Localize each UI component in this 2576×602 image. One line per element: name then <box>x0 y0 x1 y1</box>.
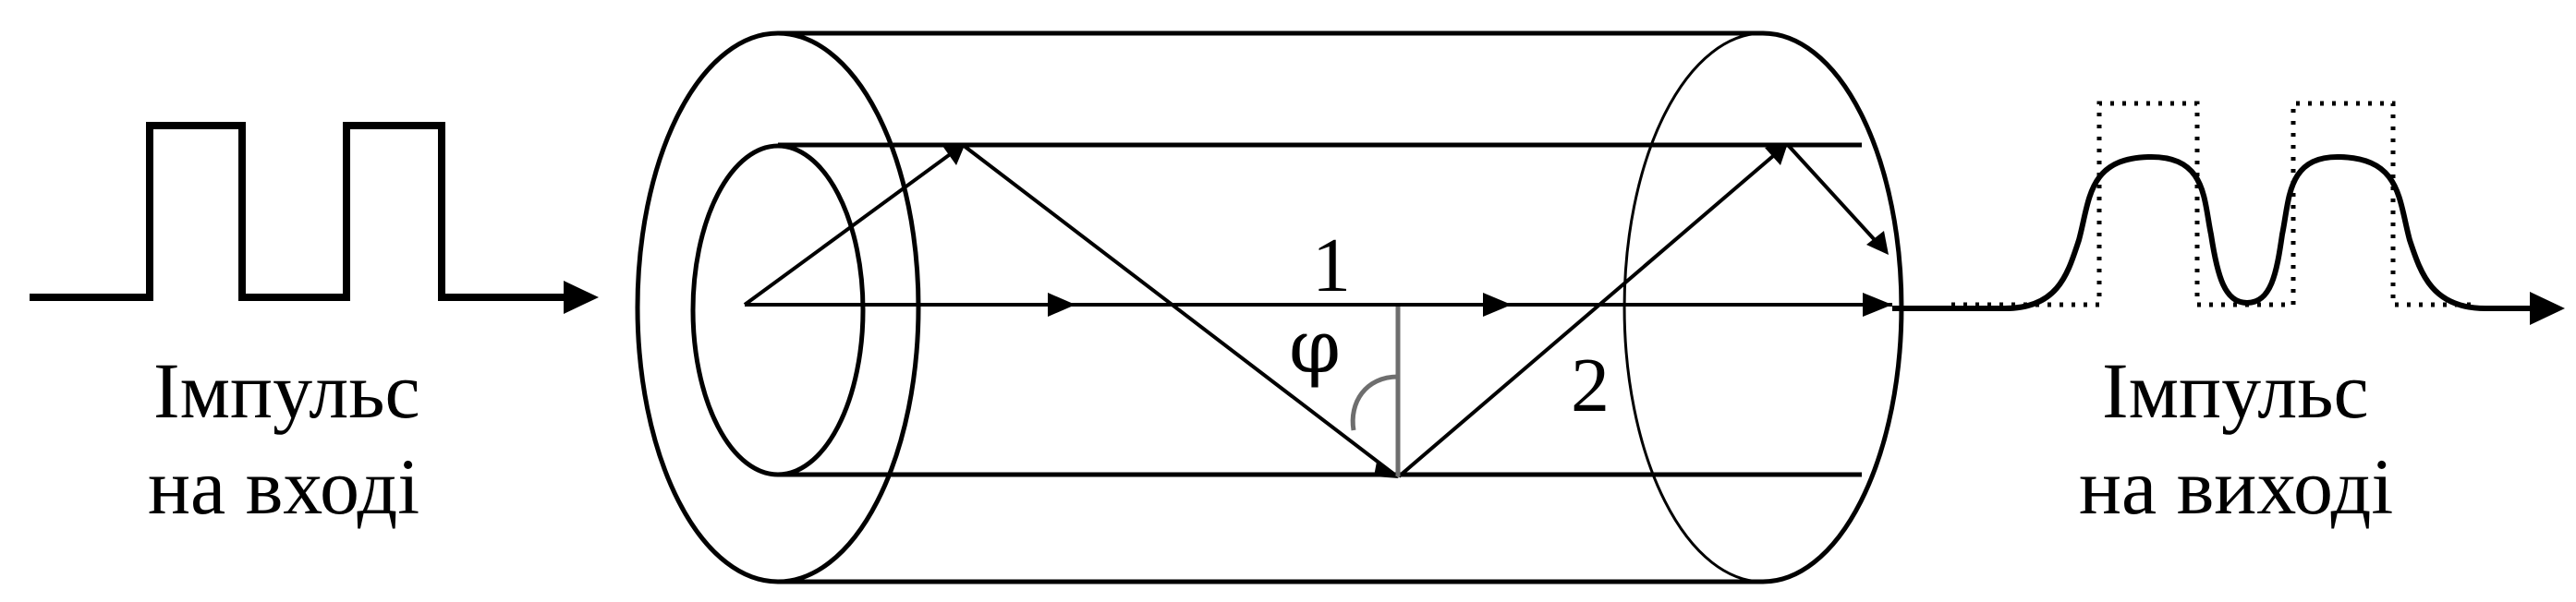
output-reference-pulse <box>1951 101 2476 307</box>
input-label-line1: Імпульс <box>153 346 420 435</box>
input-label-line2: на вході <box>148 442 420 531</box>
input-arrow-head <box>564 281 599 314</box>
ray-2-reflected <box>743 143 1889 478</box>
ray-1-axial <box>745 293 1892 317</box>
fiber-core <box>690 142 1862 477</box>
ray-2-label: 2 <box>1571 343 1610 428</box>
angle-phi-label: φ <box>1289 304 1342 390</box>
fiber-cladding <box>635 30 1904 584</box>
ray-1-label: 1 <box>1312 223 1351 308</box>
output-label-line1: Імпульс <box>2102 346 2369 435</box>
angle-arc <box>1350 374 1399 431</box>
input-pulse-signal <box>30 122 582 301</box>
output-dispersed-pulse <box>1892 153 2546 311</box>
output-arrow-head <box>2530 292 2565 325</box>
output-label-line2: на виході <box>2079 442 2394 531</box>
